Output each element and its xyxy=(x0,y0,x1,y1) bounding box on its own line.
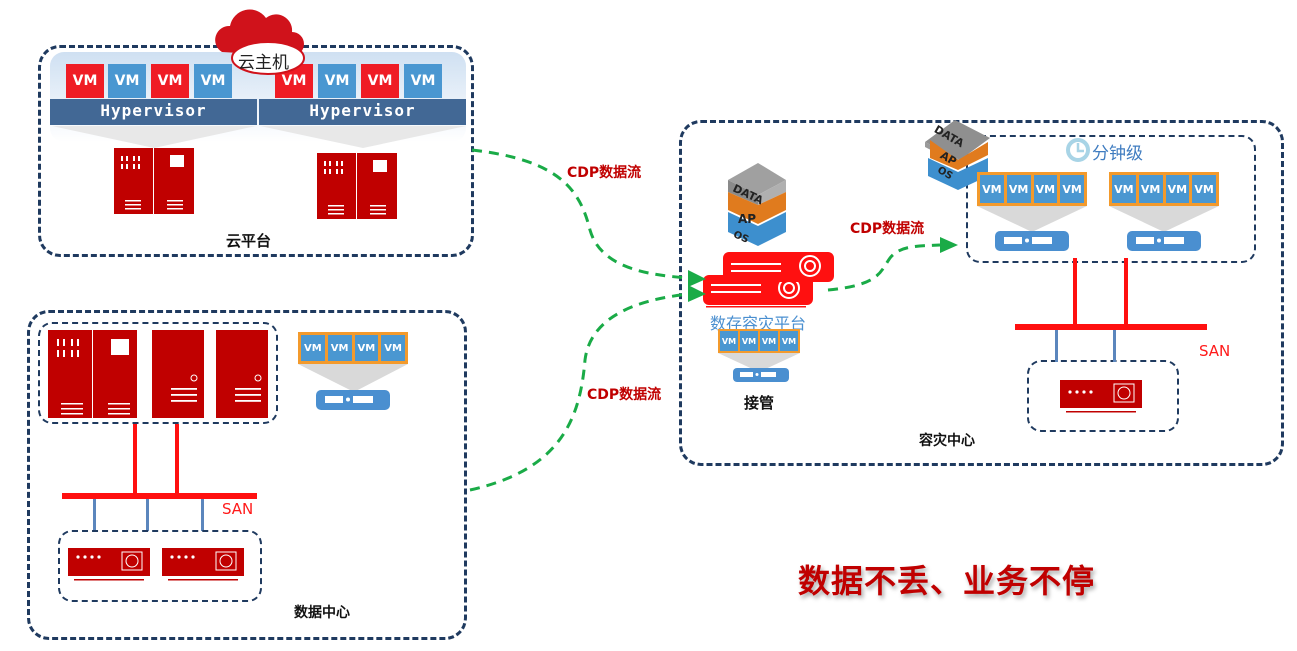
cdp-flow-label-cloud: CDP数据流 xyxy=(567,165,642,181)
vm-box: VM xyxy=(354,335,379,361)
dc-san-label: SAN xyxy=(222,500,254,518)
vm-box: VM xyxy=(1165,175,1190,203)
hypervisor-bar: Hypervisor xyxy=(50,99,257,125)
vm-box: VM xyxy=(194,64,232,98)
cdp-flow-label-dr: CDP数据流 xyxy=(850,221,925,237)
platform-name: 数存容灾平台 xyxy=(710,314,807,333)
slogan: 数据不丢、业务不停 xyxy=(798,562,1096,600)
vm-box: VM xyxy=(151,64,189,98)
vm-box: VM xyxy=(1033,175,1058,203)
vm-box: VM xyxy=(318,64,356,98)
vm-box: VM xyxy=(361,64,399,98)
vm-box: VM xyxy=(980,175,1004,203)
vm-box: VM xyxy=(66,64,104,98)
cloud-host-label: 云主机 xyxy=(238,53,289,73)
data-center-title: 数据中心 xyxy=(294,605,350,621)
vm-box: VM xyxy=(760,331,778,351)
vm-box: VM xyxy=(1138,175,1163,203)
vm-box: VM xyxy=(1192,175,1216,203)
vm-box: VM xyxy=(740,331,758,351)
dr-storage-group xyxy=(1027,360,1179,432)
vm-strip: VM VM VM VM xyxy=(977,172,1087,206)
vm-box: VM xyxy=(780,331,798,351)
takeover-label: 接管 xyxy=(744,394,775,412)
rto-label: 分钟级 xyxy=(1092,144,1143,164)
dc-server-group xyxy=(38,322,278,424)
vm-box: VM xyxy=(327,335,352,361)
vm-box: VM xyxy=(404,64,442,98)
vm-box: VM xyxy=(1060,175,1084,203)
dr-center-title: 容灾中心 xyxy=(919,433,975,449)
vm-box: VM xyxy=(381,335,405,361)
vm-strip: VM VM VM VM xyxy=(298,332,408,364)
vm-box: VM xyxy=(108,64,146,98)
cdp-flow-label-dc: CDP数据流 xyxy=(587,387,662,403)
vm-box: VM xyxy=(1112,175,1136,203)
vm-strip: VM VM VM VM xyxy=(1109,172,1219,206)
dr-san-label: SAN xyxy=(1199,342,1231,360)
vm-box: VM xyxy=(301,335,325,361)
vm-box: VM xyxy=(1006,175,1031,203)
dr-vm-group xyxy=(966,135,1256,263)
platform-stack-ap-label: AP xyxy=(738,212,757,226)
cloud-platform-title: 云平台 xyxy=(226,232,272,250)
hypervisor-bar: Hypervisor xyxy=(259,99,466,125)
vm-strip: VM VM VM VM xyxy=(718,329,800,353)
dc-storage-group xyxy=(58,530,262,602)
data-center-group xyxy=(27,310,467,640)
vm-box: VM xyxy=(720,331,738,351)
